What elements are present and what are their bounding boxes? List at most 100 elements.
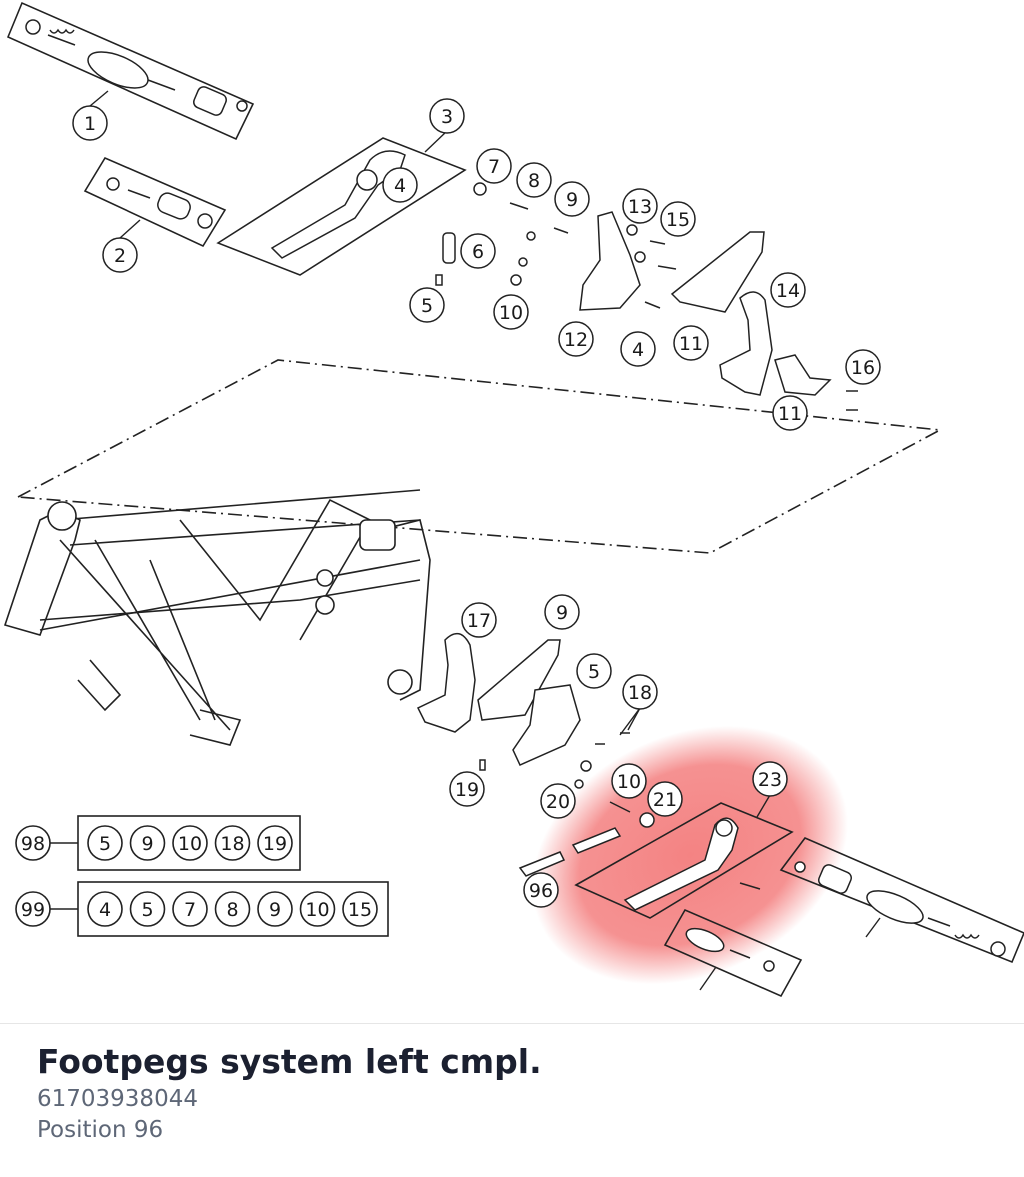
callout-5[interactable]: 5 [576,653,612,689]
svg-text:20: 20 [546,791,570,813]
kit-99[interactable]: 99 4 5 7 8 9 10 15 [15,881,389,937]
group-box-23 [779,837,1024,964]
svg-text:4: 4 [99,899,111,921]
svg-text:16: 16 [851,357,875,379]
callout-4[interactable]: 4 [620,331,656,367]
callout-1[interactable]: 1 [72,105,108,141]
callout-2[interactable]: 2 [102,237,138,273]
svg-text:15: 15 [348,899,372,921]
svg-text:10: 10 [617,771,641,793]
divider [0,1023,1024,1024]
svg-text:9: 9 [141,833,153,855]
kit-99-item-10 [299,891,336,927]
svg-text:99: 99 [21,899,45,921]
callout-16[interactable]: 16 [845,349,881,385]
svg-text:10: 10 [178,833,202,855]
bracket-12 [579,211,641,311]
callout-7[interactable]: 7 [476,148,512,184]
svg-text:5: 5 [421,295,433,317]
callout-10[interactable]: 10 [611,763,647,799]
svg-text:6: 6 [472,241,484,263]
callout-19[interactable]: 19 [449,771,485,807]
svg-text:21: 21 [653,789,677,811]
group-box-3 [216,137,467,276]
callout-5[interactable]: 5 [409,287,445,323]
svg-text:19: 19 [455,779,479,801]
kit-98-item-5 [87,825,123,861]
exploded-parts-diagram: 1234789651012411131514161117951819102120… [3,1,1024,998]
callout-12[interactable]: 12 [558,321,594,357]
svg-text:5: 5 [99,833,111,855]
svg-text:5: 5 [141,899,153,921]
svg-text:14: 14 [776,280,800,302]
callout-11[interactable]: 11 [772,395,808,431]
callout-21[interactable]: 21 [647,781,683,817]
kit-98-item-18 [214,825,251,861]
part-title: Footpegs system left cmpl. [37,1042,542,1081]
callout-17[interactable]: 17 [461,602,497,638]
svg-text:8: 8 [226,899,238,921]
group-box-2 [83,156,227,248]
svg-text:5: 5 [588,661,600,683]
kit-99-item-7 [172,891,208,927]
kit-98[interactable]: 98 5 9 10 18 19 [15,815,301,871]
heel-plate-11-lower [477,639,561,721]
svg-text:10: 10 [499,302,523,324]
frame-region-outline [15,359,943,554]
kit-99-item-8 [214,891,251,927]
bracket-17 [512,684,581,766]
footpeg-rubber-96 [685,927,725,953]
part-number: 61703938044 [37,1086,198,1112]
svg-text:23: 23 [758,769,782,791]
svg-text:9: 9 [556,602,568,624]
callout-10[interactable]: 10 [493,294,529,330]
svg-text:17: 17 [467,610,491,632]
footpeg-rubber-1 [87,51,149,89]
callout-4[interactable]: 4 [382,167,418,203]
svg-text:7: 7 [488,156,500,178]
svg-text:4: 4 [632,339,644,361]
svg-text:8: 8 [528,170,540,192]
svg-text:2: 2 [114,245,126,267]
svg-text:98: 98 [21,833,45,855]
svg-text:15: 15 [666,209,690,231]
part-position: Position 96 [37,1117,164,1143]
svg-text:1: 1 [84,113,96,135]
svg-text:19: 19 [263,833,287,855]
footpeg-holder-13 [719,291,773,396]
svg-text:18: 18 [220,833,244,855]
svg-text:9: 9 [566,189,578,211]
kit-98-item-9 [129,825,166,861]
svg-text:13: 13 [628,196,652,218]
footpeg-holder-16 [416,632,476,733]
kit-99-item-4 [87,891,123,927]
group-box-1 [6,1,255,141]
callout-11[interactable]: 11 [673,325,709,361]
callout-14[interactable]: 14 [770,272,806,308]
kit-98-item-10 [172,825,208,861]
svg-text:12: 12 [564,329,588,351]
callout-3[interactable]: 3 [429,98,465,134]
svg-text:7: 7 [184,899,196,921]
callout-18[interactable]: 18 [622,674,658,710]
svg-text:18: 18 [628,682,652,704]
callout-8[interactable]: 8 [516,162,552,198]
group-box-96 [663,908,803,998]
svg-text:11: 11 [679,333,703,355]
frame-tubes [3,489,431,746]
callout-9[interactable]: 9 [554,181,590,217]
callout-15[interactable]: 15 [660,201,696,237]
kit-99-item-5 [129,891,166,927]
brake-lever-21 [623,817,739,911]
heel-plate-11-upper [670,231,765,313]
svg-text:10: 10 [305,899,329,921]
callout-6[interactable]: 6 [460,233,496,269]
callout-23[interactable]: 23 [752,761,788,797]
callout-13[interactable]: 13 [622,188,658,224]
callout-20[interactable]: 20 [540,783,576,819]
svg-text:9: 9 [269,899,281,921]
svg-text:4: 4 [394,175,406,197]
callout-96[interactable]: 96 [523,872,559,908]
part-info-panel: Footpegs system left cmpl. 61703938044 P… [37,1040,542,1146]
callout-9[interactable]: 9 [544,594,580,630]
